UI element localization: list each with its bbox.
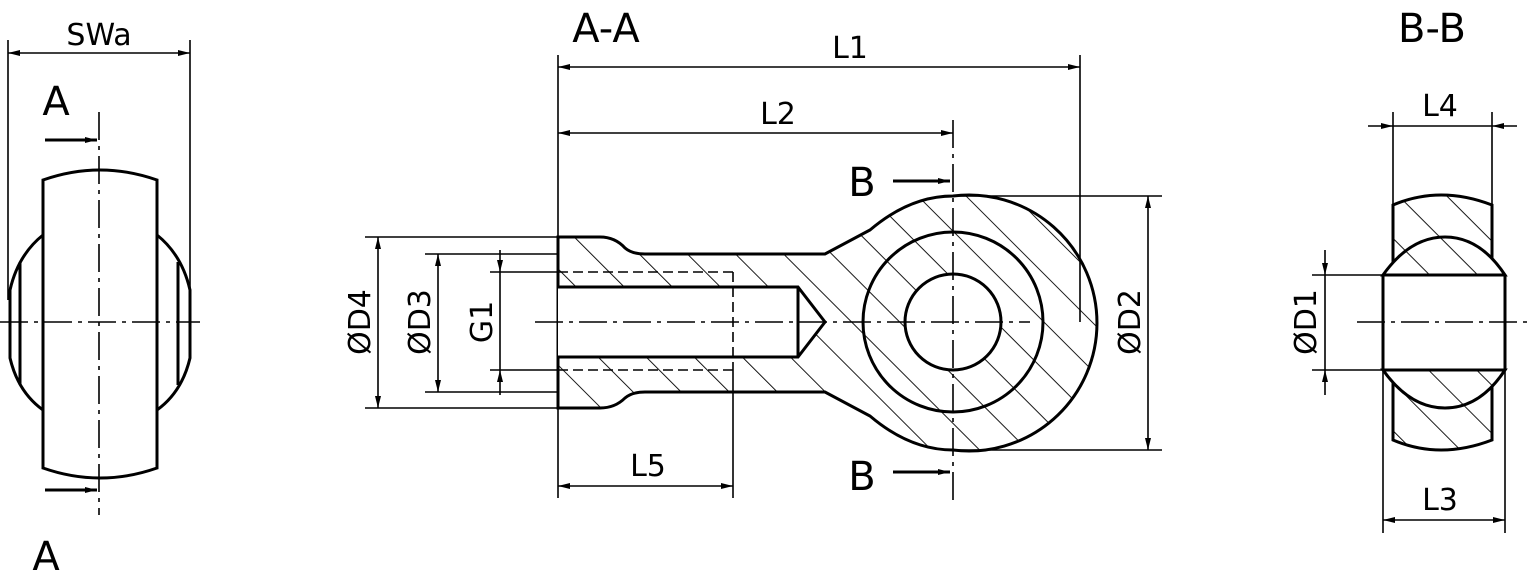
section-b-b-view: B-B L4 L3 ØD1 <box>1289 6 1530 533</box>
dim-g1: G1 <box>465 301 500 343</box>
section-marker-b-bottom: B <box>848 454 875 500</box>
dim-l1: L1 <box>832 31 868 66</box>
section-marker-a-top: A <box>42 79 70 125</box>
dim-d2: ØD2 <box>1113 289 1148 355</box>
section-a-a-title: A-A <box>572 6 640 52</box>
section-a-a-view: A-A L1 L2 L5 ØD4 ØD3 <box>343 6 1162 500</box>
dim-d3: ØD3 <box>403 289 438 355</box>
dim-l3: L3 <box>1422 483 1458 518</box>
section-marker-b-top: B <box>848 160 875 206</box>
dim-d4: ØD4 <box>343 289 378 355</box>
dim-d1: ØD1 <box>1289 289 1324 355</box>
section-marker-a-bottom: A <box>32 534 60 577</box>
dim-swa: SWa <box>66 18 131 53</box>
dim-l4: L4 <box>1422 89 1458 124</box>
section-b-b-title: B-B <box>1398 6 1466 52</box>
dim-l2: L2 <box>760 97 796 132</box>
side-view: SWa A A <box>0 18 200 577</box>
dim-l5: L5 <box>630 449 666 484</box>
